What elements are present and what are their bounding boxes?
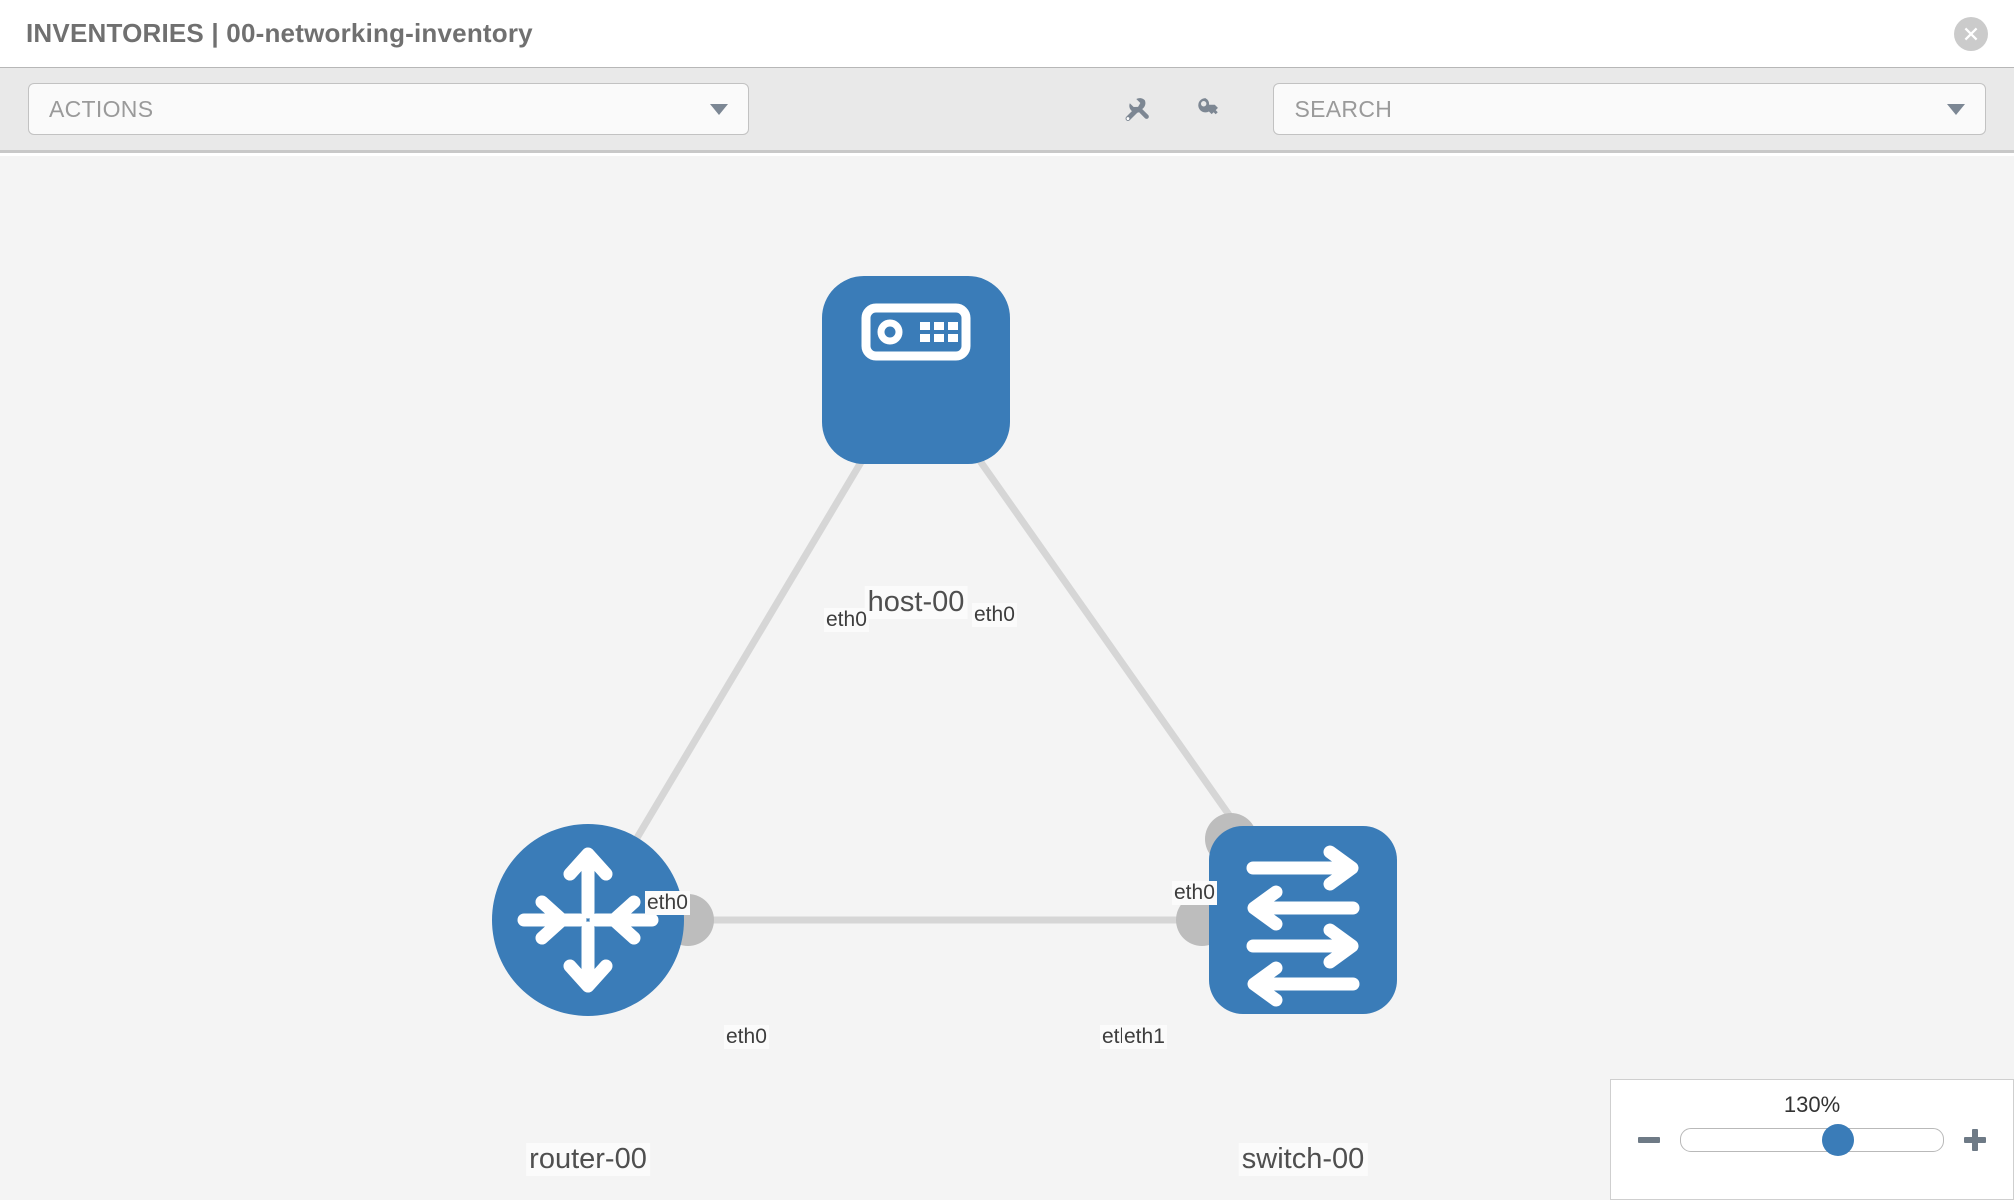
topology-graph [492, 276, 1397, 1016]
page-header: INVENTORIES | 00-networking-inventory [0, 0, 2014, 68]
toolbar: ACTIONS SEARCH [0, 68, 2014, 153]
interface-label: eth1 [1122, 1025, 1167, 1049]
key-icon[interactable] [1191, 92, 1225, 126]
interface-label: eth0 [645, 891, 690, 915]
router-arrows-icon [517, 847, 659, 993]
interface-label: eth0 [824, 608, 869, 632]
zoom-control-panel: 130% [1610, 1079, 2014, 1200]
actions-dropdown-label: ACTIONS [49, 95, 154, 122]
node-label-host-00: host-00 [864, 586, 968, 619]
switch-arrows-icon [1246, 845, 1360, 1007]
plus-icon[interactable] [1962, 1127, 1988, 1153]
node-label-switch-00: switch-00 [1238, 1143, 1368, 1176]
wrench-icon[interactable] [1119, 92, 1153, 126]
page-title: INVENTORIES | 00-networking-inventory [26, 18, 533, 48]
chevron-down-icon[interactable] [1947, 103, 1965, 115]
chevron-down-icon [710, 103, 729, 115]
search-placeholder: SEARCH [1294, 95, 1393, 122]
toolbar-icon-group [1119, 92, 1225, 126]
node-router-00[interactable] [492, 824, 684, 1016]
node-switch-00[interactable] [1209, 826, 1397, 1014]
zoom-slider[interactable] [1680, 1124, 1944, 1156]
zoom-level-value: 130% [1783, 1092, 1841, 1117]
topology-canvas[interactable]: host-00 router-00 switch-00 eth0 eth0 et… [0, 156, 2014, 1200]
zoom-control-row [1636, 1124, 1988, 1156]
interface-label: eth0 [972, 603, 1017, 627]
minus-icon[interactable] [1636, 1127, 1662, 1153]
node-host-00[interactable] [822, 276, 1010, 464]
interface-label: eth0 [1172, 881, 1217, 905]
server-icon [861, 303, 971, 361]
zoom-slider-thumb[interactable] [1822, 1124, 1855, 1156]
close-icon[interactable] [1954, 16, 1988, 51]
actions-dropdown[interactable]: ACTIONS [28, 83, 750, 135]
search-input[interactable]: SEARCH [1273, 83, 1986, 135]
interface-label: eth0 [724, 1025, 769, 1049]
topology-connectors [662, 400, 1257, 946]
node-label-router-00: router-00 [526, 1143, 650, 1176]
